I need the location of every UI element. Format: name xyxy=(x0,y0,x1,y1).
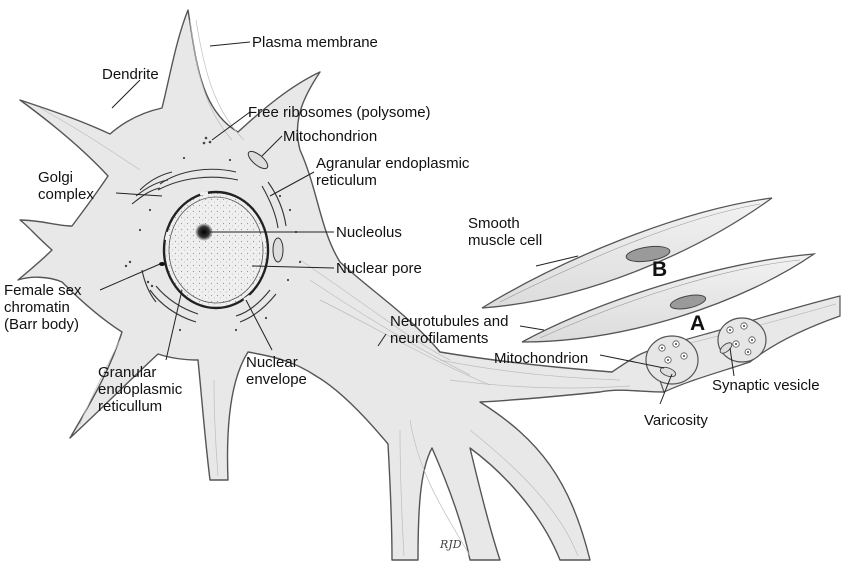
label-plasma-membrane: Plasma membrane xyxy=(252,34,378,51)
label-varicosity: Varicosity xyxy=(644,412,708,429)
label-neurotubules: Neurotubules and neurofilaments xyxy=(390,313,509,347)
label-mitochondrion-top: Mitochondrion xyxy=(283,128,378,145)
nucleolus xyxy=(195,223,213,241)
nucleus-envelope xyxy=(162,190,270,310)
label-mitochondrion-bottom: Mitochondrion xyxy=(494,350,589,367)
neuron-cell xyxy=(17,9,841,561)
label-nuclear-envelope: Nuclear envelope xyxy=(246,354,307,388)
label-free-ribosomes: Free ribosomes (polysome) xyxy=(248,104,431,121)
label-golgi-complex: Golgi complex xyxy=(38,169,94,203)
label-smooth-muscle-cell: Smooth muscle cell xyxy=(468,215,543,249)
label-nucleolus: Nucleolus xyxy=(336,224,402,241)
label-cell-a: A xyxy=(690,312,706,335)
label-granular-er: Granular endoplasmic reticullum xyxy=(98,364,183,415)
label-nuclear-pore: Nuclear pore xyxy=(336,260,422,277)
label-synaptic-vesicle: Synaptic vesicle xyxy=(712,377,820,394)
label-cell-b: B xyxy=(652,258,668,281)
smooth-muscle-cell-a xyxy=(521,253,817,343)
label-agranular-er: Agranular endoplasmic reticulum xyxy=(316,155,470,189)
artist-signature: RJD xyxy=(440,538,462,551)
soma-outline xyxy=(17,9,665,561)
smooth-muscle-cell-b xyxy=(481,197,773,309)
smooth-muscle-cells xyxy=(481,197,817,343)
er-golgi-cisternae xyxy=(131,168,287,323)
label-female-sex-chromatin: Female sex chromatin (Barr body) xyxy=(4,282,82,333)
leader-lines xyxy=(99,41,735,405)
label-dendrite: Dendrite xyxy=(102,66,159,83)
